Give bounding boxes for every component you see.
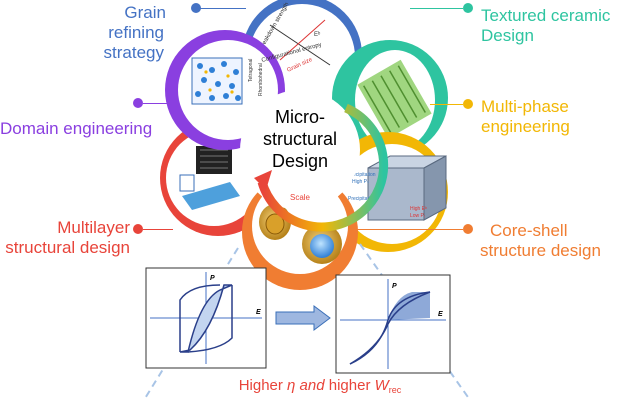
connector-right	[359, 243, 471, 400]
grain-leader	[196, 8, 246, 9]
coreshell-label-line1: Core-shell	[490, 221, 568, 240]
coreshell-label-line2: structure design	[480, 241, 601, 260]
multilayer-label-line2: structural design	[5, 238, 130, 257]
petal-text-precip-high: Precipitation	[348, 172, 376, 178]
petal-multilayer	[160, 120, 276, 236]
scale-label: Scale	[290, 193, 311, 202]
slim-loop	[349, 291, 431, 365]
domain-label: Domain engineering	[0, 119, 170, 139]
multiphase-dot	[463, 99, 473, 109]
scale-arrow-head	[254, 170, 272, 190]
center-text-line3: Design	[272, 151, 328, 171]
petal-text-tetragonal: Tetragonal	[248, 59, 254, 82]
petal-textured	[332, 40, 448, 156]
loop-right-e: E	[438, 311, 443, 318]
multiphase-label-line1: Multi-phase	[481, 97, 569, 116]
loop-right-p: P	[392, 283, 397, 290]
coreshell-dot	[463, 224, 473, 234]
multiphase-leader	[430, 104, 463, 105]
domain-dot	[133, 98, 143, 108]
textured-label: Textured ceramic Design	[481, 6, 621, 46]
petal-text-rhombohedral: Rhombohedral	[258, 63, 264, 96]
textured-label-line2: Design	[481, 26, 534, 45]
coreshell-label: Core-shell structure design	[480, 221, 620, 261]
grain-label-line2: refining strategy	[103, 23, 164, 62]
loop-left-e: E	[256, 309, 261, 316]
textured-dot	[463, 3, 473, 13]
grain-label-line1: Grain	[124, 3, 166, 22]
scale-arrow	[257, 103, 389, 232]
loop-left-p: P	[210, 275, 215, 282]
multiphase-label: Multi-phase engineering	[481, 97, 621, 137]
multilayer-label: Multilayer structural design	[0, 218, 130, 258]
textured-leader	[410, 8, 463, 9]
domain-leader	[143, 103, 173, 104]
multiphase-label-line2: engineering	[481, 117, 570, 136]
domain-label-line1: Domain engineering	[0, 119, 153, 138]
petal-text-low-pr: Low Pᵣ	[410, 213, 426, 219]
textured-label-line1: Textured ceramic	[481, 6, 611, 25]
bottom-caption: Higher η and higher Wrec	[239, 377, 402, 395]
multilayer-leader	[143, 229, 173, 230]
center-text-line2: structural	[263, 129, 337, 149]
petal-text-precip-low: Precipitation	[348, 196, 376, 202]
multilayer-dot	[133, 224, 143, 234]
coreshell-leader	[350, 229, 463, 230]
loop-panel-right: P E	[335, 274, 451, 374]
center-disc	[240, 90, 360, 210]
multilayer-label-line1: Multilayer	[57, 218, 130, 237]
transition-arrow	[275, 305, 331, 331]
center-text-line1: Micro-	[275, 107, 325, 127]
petal-text-high-p: High Pₛ	[352, 179, 369, 185]
loop-panel-left: P E	[145, 267, 267, 369]
slim-loop-area	[388, 292, 430, 320]
petal-text-high-eb: High Eᵇ	[410, 206, 427, 212]
petal-text-eb: Eᵇ	[314, 31, 321, 38]
grain-label: Grain refining strategy	[56, 3, 166, 63]
